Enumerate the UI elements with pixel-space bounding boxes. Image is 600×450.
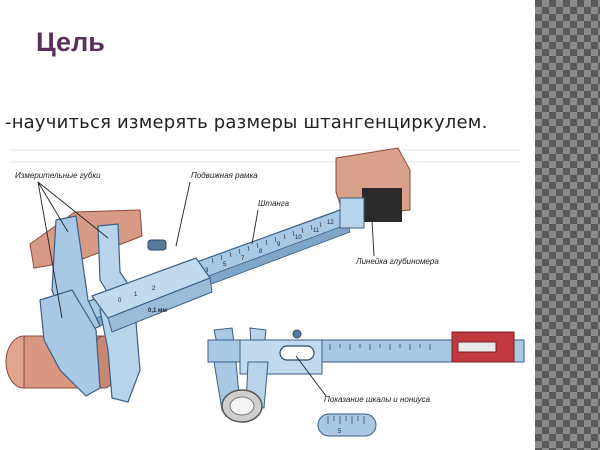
scale-number: 11 — [313, 228, 320, 234]
caliper-diagram: 3 5 7 8 9 10 11 12 0 1 2 — [0, 140, 528, 450]
caliper2-vernier-window — [279, 345, 315, 361]
label-jaws: Измерительные губки — [15, 171, 101, 180]
slide-bullet: -научиться измерять размеры штангенцирку… — [5, 112, 488, 133]
depth-slot — [362, 188, 402, 222]
scale-number: 8 — [259, 249, 263, 255]
main-scale-ticks — [211, 221, 322, 264]
label-depth: Линейка глубиномера — [355, 257, 439, 266]
depth-rod — [339, 197, 365, 229]
sliding-frame-side — [107, 277, 213, 333]
scale-number: 9 — [277, 242, 281, 248]
fixed-jaw-lower — [39, 289, 101, 397]
vernier-number: 1 — [134, 292, 138, 298]
precision-label: 0,1 мм — [148, 308, 167, 314]
background-lines — [10, 149, 520, 163]
leader-line-reading — [295, 355, 327, 397]
scale-number: 3 — [205, 268, 209, 274]
scale-number: 5 — [223, 262, 227, 268]
scale-number: 10 — [295, 235, 302, 241]
slide-title: Цель — [36, 27, 105, 57]
caliper2-scale-ticks — [329, 344, 431, 350]
leader-lines-jaws — [37, 181, 109, 319]
ring-hole — [229, 396, 255, 416]
main-scale-numbers: 3 5 7 8 9 10 11 12 — [205, 220, 334, 274]
label-bar: Штанга — [258, 199, 290, 208]
leader-line-depth — [371, 219, 375, 257]
caliper2-screw — [292, 329, 302, 339]
vernier-number: 2 — [152, 286, 156, 292]
clamp-screw — [147, 239, 167, 251]
leader-line-frame — [175, 181, 191, 247]
vernier-inset — [317, 413, 377, 437]
vernier-numbers: 0 1 2 — [118, 286, 156, 304]
caliper2-depth-slot — [457, 341, 497, 353]
vernier-inset-ticks — [327, 416, 365, 424]
leader-line-bar — [251, 209, 259, 245]
label-reading: Показание шкалы и нониуса — [324, 395, 431, 404]
decorative-side-pattern — [535, 0, 600, 450]
scale-number: 12 — [327, 220, 334, 226]
scale-number: 7 — [241, 256, 245, 262]
caliper-illustration: 3 5 7 8 9 10 11 12 0 1 2 — [0, 140, 528, 450]
vernier-inset-number: 5 — [338, 429, 342, 435]
label-frame: Подвижная рамка — [191, 171, 258, 180]
vernier-number: 0 — [118, 298, 122, 304]
